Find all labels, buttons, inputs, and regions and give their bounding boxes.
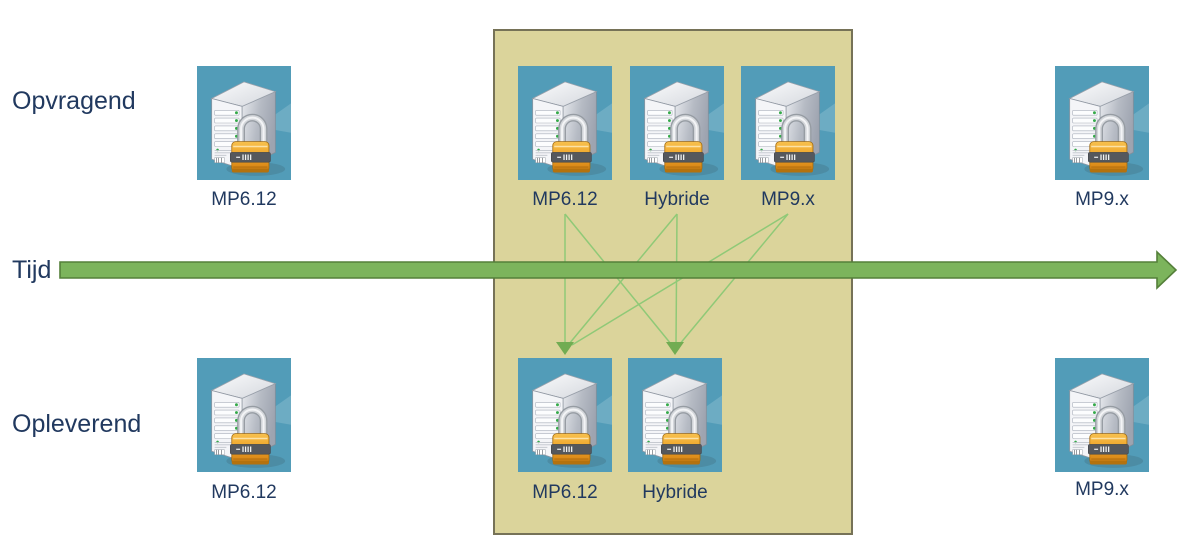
node-label-left-top: MP6.12	[211, 189, 277, 210]
server-lock-icon	[741, 66, 835, 180]
server-node-right-bottom	[1055, 358, 1149, 472]
node-label-box-top-hybride: Hybride	[644, 189, 710, 210]
node-label-box-bottom-mp612: MP6.12	[532, 482, 598, 503]
server-node-box-bottom-mp612	[518, 358, 612, 472]
server-node-box-bottom-hybride	[628, 358, 722, 472]
timeline-label-tijd: Tijd	[12, 256, 52, 284]
server-node-box-top-mp612	[518, 66, 612, 180]
server-lock-icon	[518, 358, 612, 472]
node-label-box-top-mp9x: MP9.x	[761, 189, 815, 210]
server-node-box-top-mp9x	[741, 66, 835, 180]
node-label-right-bottom: MP9.x	[1075, 479, 1129, 500]
server-lock-icon	[518, 66, 612, 180]
server-lock-icon	[628, 358, 722, 472]
row-label-opvragend: Opvragend	[12, 87, 136, 115]
row-label-opleverend: Opleverend	[12, 410, 142, 438]
server-node-left-top	[197, 66, 291, 180]
server-node-left-bottom	[197, 358, 291, 472]
server-node-right-top	[1055, 66, 1149, 180]
server-node-box-top-hybride	[630, 66, 724, 180]
node-label-left-bottom: MP6.12	[211, 482, 277, 503]
server-lock-icon	[1055, 66, 1149, 180]
server-lock-icon	[197, 358, 291, 472]
server-lock-icon	[197, 66, 291, 180]
node-label-box-top-mp612: MP6.12	[532, 189, 598, 210]
node-label-box-bottom-hybride: Hybride	[642, 482, 708, 503]
server-lock-icon	[630, 66, 724, 180]
server-lock-icon	[1055, 358, 1149, 472]
node-label-right-top: MP9.x	[1075, 189, 1129, 210]
